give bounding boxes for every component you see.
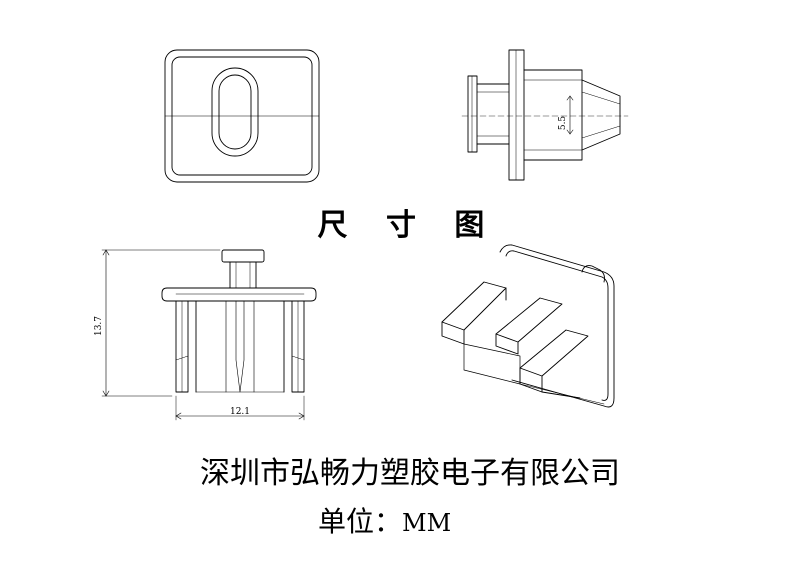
top-view <box>164 49 320 183</box>
dim-front-height: 13.7 <box>94 316 104 336</box>
unit-label-row: 单位：MM <box>318 500 451 540</box>
dim-side-height: 5.5 <box>558 116 568 131</box>
dim-front-width: 12.1 <box>230 407 250 417</box>
drawing-title: 尺 寸 图 <box>317 208 499 243</box>
side-view <box>461 49 629 181</box>
unit-value: MM <box>402 509 452 537</box>
front-view <box>101 249 317 421</box>
company-name: 深圳市弘畅力塑胶电子有限公司 <box>200 456 620 491</box>
unit-label: 单位： <box>318 505 403 538</box>
isometric-view <box>441 244 615 408</box>
